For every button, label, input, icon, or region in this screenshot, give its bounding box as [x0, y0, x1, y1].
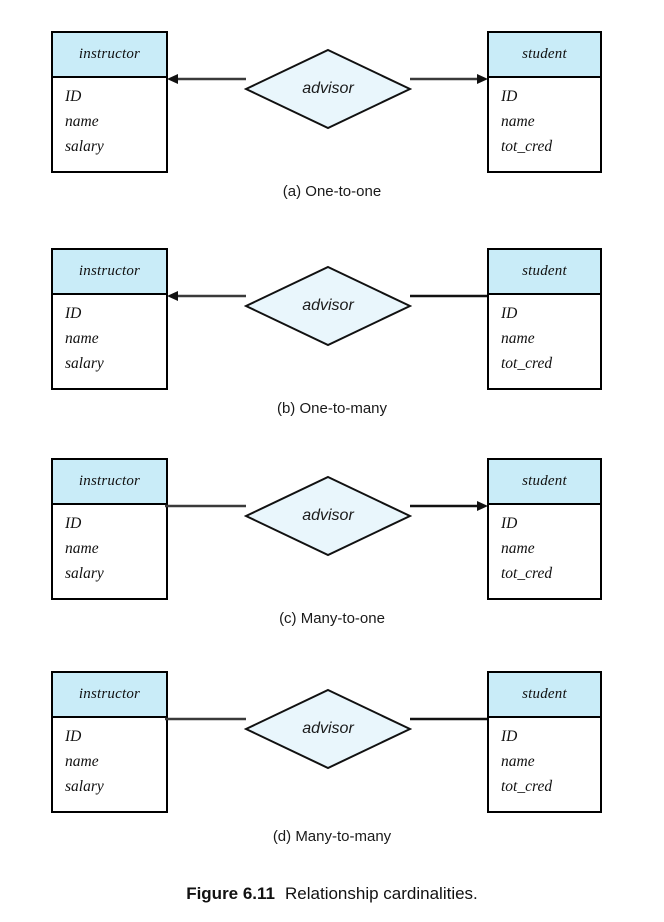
entity-title-instructor: instructor — [78, 46, 141, 62]
attribute-id: ID — [65, 515, 82, 532]
attribute-name: name — [501, 113, 535, 131]
relationship-diamond-advisor: advisor — [244, 48, 412, 130]
attribute-tot-cred: tot_cred — [501, 778, 553, 796]
entity-attributes-instructor: ID name salary — [53, 295, 166, 376]
entity-header-instructor: instructor — [53, 673, 166, 718]
entity-box-student: student ID name tot_cred — [487, 31, 602, 173]
entity-attributes-student: ID name tot_cred — [489, 718, 600, 799]
entity-title-student: student — [522, 263, 567, 279]
entity-box-student: student ID name tot_cred — [487, 458, 602, 600]
attribute-name: name — [501, 753, 535, 771]
figure-label: Figure 6.11 — [186, 884, 276, 903]
entity-title-student: student — [522, 473, 567, 489]
er-diagram-one-to-many: instructor ID name salary advisor — [0, 248, 664, 423]
entity-box-instructor: instructor ID name salary — [51, 671, 168, 813]
figure-caption-text: Relationship cardinalities. — [285, 884, 478, 903]
attribute-id: ID — [65, 305, 82, 322]
entity-attributes-instructor: ID name salary — [53, 78, 166, 159]
attribute-id: ID — [501, 305, 518, 322]
attribute-name: name — [65, 540, 99, 558]
sub-caption-c: (c) Many-to-one — [279, 610, 385, 627]
connector-left-plain-line — [165, 711, 247, 727]
entity-header-student: student — [489, 250, 600, 295]
entity-header-instructor: instructor — [53, 250, 166, 295]
relationship-diamond-advisor: advisor — [244, 475, 412, 557]
er-diagram-many-to-one: instructor ID name salary advisor — [0, 458, 664, 633]
entity-header-student: student — [489, 460, 600, 505]
attribute-id: ID — [65, 88, 82, 105]
entity-attributes-student: ID name tot_cred — [489, 505, 600, 586]
er-diagram-many-to-many: instructor ID name salary advisor — [0, 671, 664, 846]
attribute-salary: salary — [65, 138, 104, 156]
attribute-salary: salary — [65, 355, 104, 373]
relationship-diamond-advisor: advisor — [244, 265, 412, 347]
connector-right-plain-line — [410, 288, 490, 304]
entity-title-instructor: instructor — [78, 473, 141, 489]
attribute-tot-cred: tot_cred — [501, 138, 553, 156]
entity-title-instructor: instructor — [78, 263, 141, 279]
entity-header-instructor: instructor — [53, 33, 166, 78]
entity-box-student: student ID name tot_cred — [487, 248, 602, 390]
entity-title-student: student — [522, 46, 567, 62]
entity-box-student: student ID name tot_cred — [487, 671, 602, 813]
attribute-name: name — [65, 113, 99, 131]
entity-attributes-instructor: ID name salary — [53, 505, 166, 586]
sub-caption-b: (b) One-to-many — [276, 400, 388, 417]
attribute-tot-cred: tot_cred — [501, 355, 553, 373]
connector-right-arrow-to-student — [410, 498, 490, 514]
relationship-diamond-advisor: advisor — [244, 688, 412, 770]
sub-caption-d: (d) Many-to-many — [272, 828, 392, 845]
entity-title-instructor: instructor — [78, 686, 141, 702]
entity-box-instructor: instructor ID name salary — [51, 458, 168, 600]
attribute-name: name — [65, 330, 99, 348]
entity-box-instructor: instructor ID name salary — [51, 31, 168, 173]
entity-attributes-student: ID name tot_cred — [489, 78, 600, 159]
connector-right-plain-line — [410, 711, 490, 727]
connector-left-plain-line — [165, 498, 247, 514]
entity-title-student: student — [522, 686, 567, 702]
attribute-salary: salary — [65, 778, 104, 796]
attribute-id: ID — [65, 728, 82, 745]
connector-left-arrow-to-instructor — [165, 288, 247, 304]
connector-left-arrow-to-instructor — [165, 71, 247, 87]
entity-header-instructor: instructor — [53, 460, 166, 505]
attribute-id: ID — [501, 88, 518, 105]
figure-caption: Figure 6.11 Relationship cardinalities. — [0, 884, 664, 904]
entity-header-student: student — [489, 673, 600, 718]
attribute-tot-cred: tot_cred — [501, 565, 553, 583]
sub-caption-a: (a) One-to-one — [282, 183, 382, 200]
attribute-name: name — [501, 540, 535, 558]
entity-attributes-student: ID name tot_cred — [489, 295, 600, 376]
entity-attributes-instructor: ID name salary — [53, 718, 166, 799]
connector-right-arrow-to-student — [410, 71, 490, 87]
attribute-name: name — [65, 753, 99, 771]
attribute-salary: salary — [65, 565, 104, 583]
attribute-id: ID — [501, 728, 518, 745]
attribute-name: name — [501, 330, 535, 348]
er-diagram-one-to-one: instructor ID name salary advisor — [0, 31, 664, 206]
entity-header-student: student — [489, 33, 600, 78]
attribute-id: ID — [501, 515, 518, 532]
entity-box-instructor: instructor ID name salary — [51, 248, 168, 390]
